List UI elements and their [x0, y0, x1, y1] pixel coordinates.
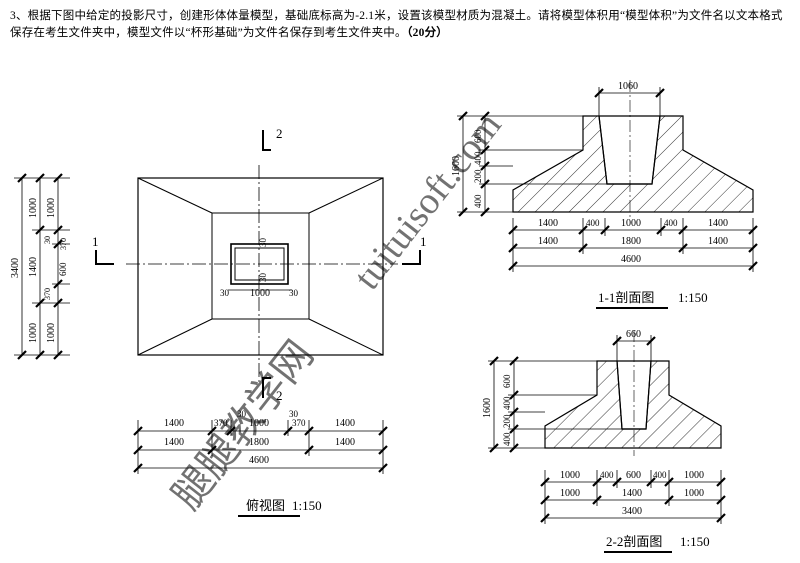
section2-left-400a: 400	[502, 396, 512, 410]
section1-r1-c: 1000	[621, 218, 641, 229]
section2-r1-e: 1000	[684, 470, 704, 481]
plan-left-dim-total: 3400	[10, 258, 21, 278]
section1-r1-e: 1400	[708, 218, 728, 229]
plan-bottom-r1-a: 1400	[164, 418, 184, 429]
plan-left-dim-mid-top: 1000	[28, 198, 39, 218]
section1-r2-c: 1400	[708, 236, 728, 247]
question-text: 3、根据下图中给定的投影尺寸，创建形体体量模型，基础底标高为-2.1米，设置该模…	[10, 8, 790, 42]
plan-left-dim-inner-30: 30	[43, 236, 52, 244]
section1-dimensions	[457, 87, 758, 272]
section2-caption: 2-2剖面图	[606, 534, 662, 549]
plan-left-dim-inner-bottom: 1000	[46, 323, 57, 343]
plan-bottom-r2-a: 1400	[164, 437, 184, 448]
section1-scale: 1:150	[678, 290, 708, 305]
section1-caption: 1-1剖面图	[598, 290, 654, 305]
section1-left-400a: 400	[473, 151, 483, 165]
plan-bottom-r1-g: 1400	[335, 418, 355, 429]
plan-inner-dim-top: 30	[258, 238, 268, 248]
section2-scale: 1:150	[680, 534, 710, 549]
question-body: 3、根据下图中给定的投影尺寸，创建形体体量模型，基础底标高为-2.1米，设置该模…	[10, 10, 783, 39]
section1-r3-a: 4600	[621, 254, 641, 265]
section2-left-200: 200	[502, 414, 512, 428]
section2-top-dim: 660	[626, 329, 641, 340]
plan-inner-dim-right: 30	[289, 288, 299, 298]
section1-left-outer: 1600	[451, 156, 462, 176]
plan-left-dim-mid-bottom: 1000	[28, 323, 39, 343]
section1-left-400b: 400	[473, 194, 483, 208]
plan-inner-dim-width: 1000	[250, 288, 270, 299]
section1-top-dim: 1060	[618, 81, 638, 92]
section2-left-outer: 1600	[482, 398, 493, 418]
plan-bottom-r1-b: 370	[214, 418, 228, 428]
section1-r1-d: 400	[664, 218, 678, 228]
plan-left-dim-inner-370a: 370	[59, 238, 68, 250]
section2-r1-b: 400	[600, 470, 614, 480]
question-score: （20分）	[406, 27, 448, 39]
section1-r1-a: 1400	[538, 218, 558, 229]
plan-bottom-r3-a: 4600	[249, 455, 269, 466]
section-mark-1-right: 1	[420, 234, 427, 249]
section2-left-600: 600	[502, 374, 512, 388]
plan-left-dim-inner-370b: 370	[43, 288, 52, 300]
section2-r2-c: 1000	[684, 488, 704, 499]
section-mark-1-left: 1	[92, 234, 99, 249]
plan-left-dimensions	[14, 173, 70, 360]
plan-left-dim-mid-center: 1400	[28, 257, 39, 277]
section-mark-2-top: 2	[276, 126, 283, 141]
plan-bottom-r2-b: 1800	[249, 437, 269, 448]
plan-left-dim-inner-600: 600	[58, 262, 68, 276]
plan-caption: 俯视图	[246, 498, 285, 513]
plan-view	[126, 165, 398, 382]
plan-bottom-r1-c: 30	[237, 409, 247, 419]
plan-bottom-r1-e: 30	[289, 409, 299, 419]
plan-bottom-r1-d: 1000	[249, 418, 269, 429]
section1-r1-b: 400	[586, 218, 600, 228]
plan-bottom-r1-f: 370	[292, 418, 306, 428]
plan-left-dim-inner-top: 1000	[46, 198, 57, 218]
section2-r2-b: 1400	[622, 488, 642, 499]
section1-r2-a: 1400	[538, 236, 558, 247]
section1-left-600: 600	[473, 129, 483, 143]
section2-r1-d: 400	[653, 470, 667, 480]
plan-inner-dim-mid: 30	[258, 273, 268, 283]
section2-r1-c: 600	[626, 470, 641, 481]
section2-left-400b: 400	[502, 432, 512, 446]
section1-r2-b: 1800	[621, 236, 641, 247]
section1-left-200: 200	[473, 169, 483, 183]
section2-r1-a: 1000	[560, 470, 580, 481]
plan-bottom-dimensions	[133, 420, 388, 474]
section-mark-2-bottom: 2	[276, 388, 283, 403]
section2-dimensions	[488, 335, 726, 524]
plan-inner-dim-left: 30	[220, 288, 230, 298]
plan-bottom-r2-c: 1400	[335, 437, 355, 448]
section2-view	[544, 330, 722, 456]
section2-r3-a: 3400	[622, 506, 642, 517]
section-marks	[95, 130, 421, 398]
section2-r2-a: 1000	[560, 488, 580, 499]
plan-scale: 1:150	[292, 498, 322, 513]
